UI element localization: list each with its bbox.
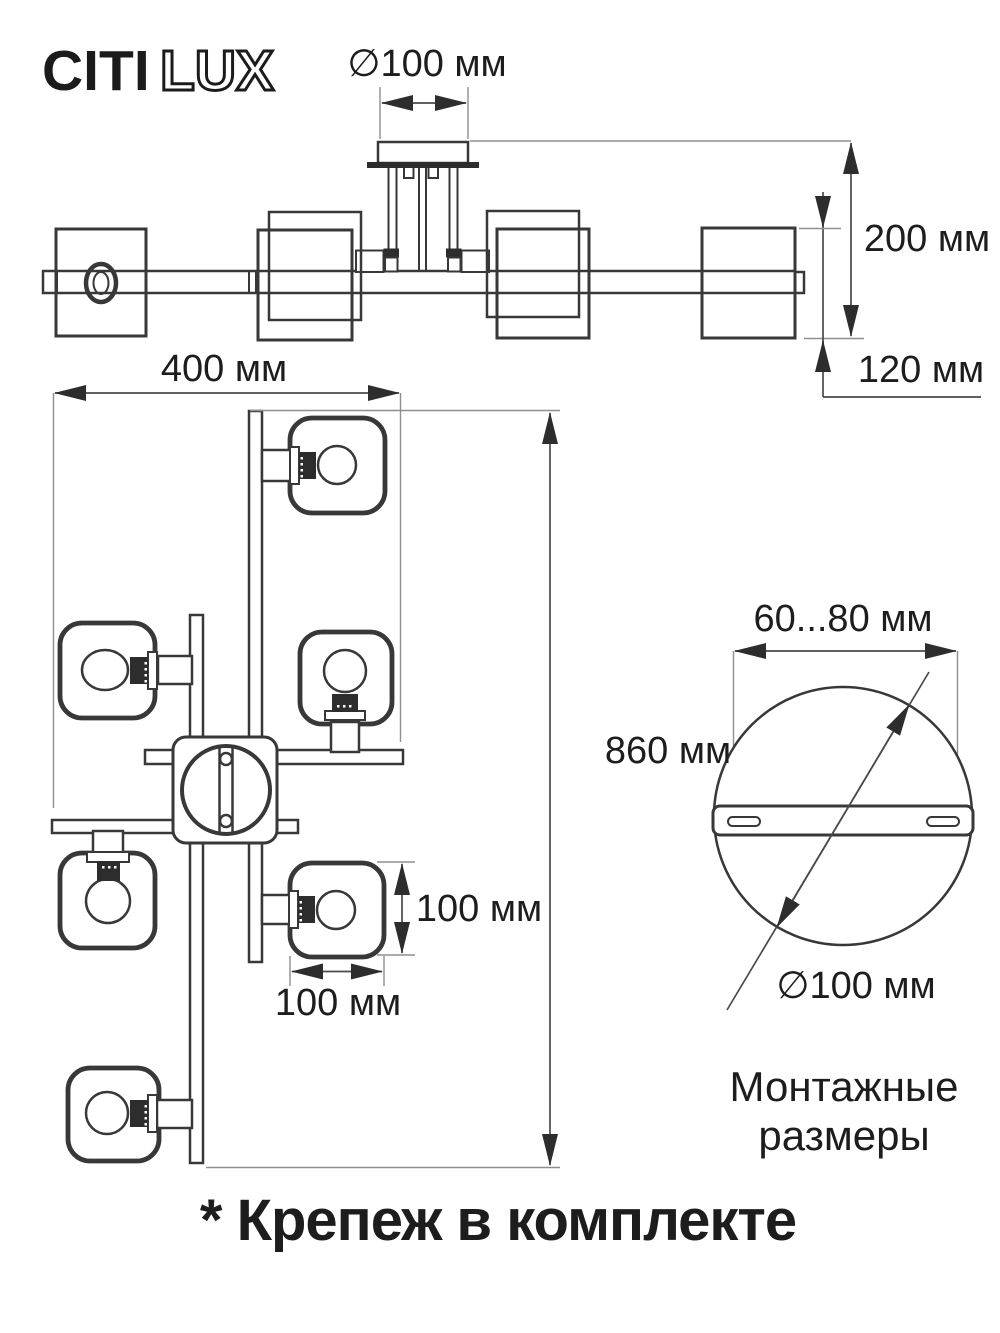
dim-label-slot-spacing: 60...80 мм xyxy=(753,598,933,640)
footnote-hardware-included: * Крепеж в комплекте xyxy=(199,1188,797,1253)
shade-arm xyxy=(155,1098,194,1130)
bulb xyxy=(84,877,132,925)
dim-shade-height-100 xyxy=(377,861,415,956)
bulb xyxy=(316,444,358,486)
bulb xyxy=(80,648,130,692)
dim-label-canopy-diameter: ∅100 мм xyxy=(347,43,507,85)
logo-text-outline: LUX xyxy=(160,39,274,103)
dim-plate-diameter xyxy=(726,671,930,1011)
side-shade-1 xyxy=(54,227,148,338)
plan-shade-top xyxy=(260,415,388,516)
dim-canopy-diameter xyxy=(379,87,469,139)
screw-hole xyxy=(218,813,234,829)
shade-arm xyxy=(260,448,293,483)
plan-shade-lower-left xyxy=(57,829,158,951)
shade-arm xyxy=(329,720,361,754)
dim-label-total-height: 200 мм xyxy=(863,218,991,260)
main-bar-side xyxy=(41,269,806,295)
socket xyxy=(332,694,358,712)
screw-hole xyxy=(218,751,234,767)
mounting-slot xyxy=(727,816,761,827)
citilux-logo: CITI LUX xyxy=(42,38,276,105)
dim-shade-height-side xyxy=(799,192,981,398)
socket xyxy=(130,657,148,684)
dim-shade-width-100 xyxy=(289,956,385,986)
bulb xyxy=(322,648,368,694)
dim-label-shade-height-100: 100 мм xyxy=(415,888,543,930)
plan-shade-bottom-right xyxy=(260,860,387,960)
canopy xyxy=(376,140,470,165)
shade-arm xyxy=(91,829,125,856)
mounting-bracket xyxy=(711,804,975,837)
canopy-plate xyxy=(367,162,479,168)
dim-total-height xyxy=(804,142,864,340)
rod-mounts xyxy=(355,248,490,273)
socket xyxy=(298,896,315,923)
junction-box xyxy=(171,735,279,845)
bulb xyxy=(84,1090,130,1136)
side-shade-3 xyxy=(485,209,591,340)
socket xyxy=(130,1100,148,1127)
shade-arm xyxy=(260,893,293,926)
plan-shade-bottom xyxy=(65,1065,194,1164)
dim-label-length-860: 860 мм xyxy=(604,730,732,772)
mounting-caption-line1: Монтажные xyxy=(729,1063,959,1110)
plan-bar-vertical-right xyxy=(247,409,264,964)
dim-length-860 xyxy=(206,409,560,1169)
dim-label-shade-height-side: 120 мм xyxy=(857,349,985,391)
logo-text-solid: CITI xyxy=(42,39,150,103)
plan-shade-mid-left xyxy=(57,620,194,721)
dim-label-shade-width-100: 100 мм xyxy=(274,982,402,1024)
mounting-slot xyxy=(926,816,960,827)
plan-shade-mid-right xyxy=(297,629,395,754)
shade-arm xyxy=(156,654,194,686)
junction-circle xyxy=(180,744,272,836)
socket xyxy=(97,861,120,881)
side-shade-4 xyxy=(700,226,797,340)
socket-ellipse xyxy=(83,261,119,305)
plan-bar-vertical-left xyxy=(188,613,205,1165)
side-view xyxy=(41,87,981,398)
mounting-caption-line2: размеры xyxy=(758,1112,930,1159)
dim-width-400 xyxy=(52,385,402,808)
hanger-rods xyxy=(387,166,459,272)
dim-label-width-400: 400 мм xyxy=(160,348,288,390)
dim-label-plate-diameter: ∅100 мм xyxy=(776,965,936,1007)
side-shade-2 xyxy=(256,210,363,342)
bulb xyxy=(315,889,357,931)
mounting-diagram xyxy=(711,643,975,1011)
socket xyxy=(299,452,316,479)
plan-view xyxy=(50,385,560,1169)
